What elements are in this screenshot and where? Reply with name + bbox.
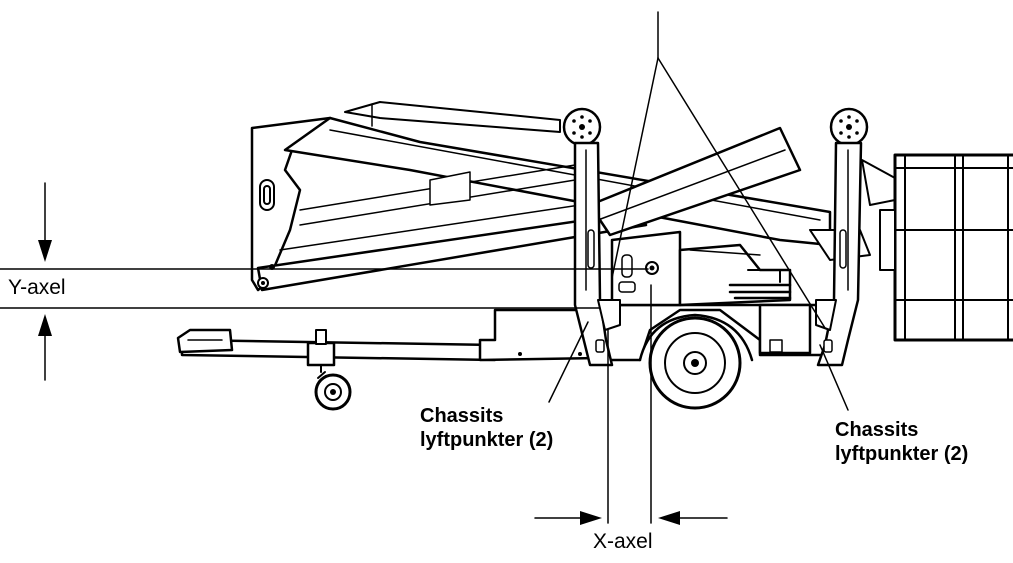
lift-points-label-right-line1: Chassits xyxy=(835,419,919,441)
x-axis-label: X-axel xyxy=(593,530,653,553)
lift-points-label-left-line1: Chassits xyxy=(420,405,504,427)
towbar xyxy=(176,328,497,411)
y-axis-label: Y-axel xyxy=(8,276,66,299)
x-axis-dimension xyxy=(534,284,728,525)
outrigger-right xyxy=(815,107,869,367)
boom-assembly xyxy=(250,101,871,292)
main-wheel xyxy=(638,313,754,410)
outrigger-left xyxy=(562,107,621,367)
lift-points-label-left: Chassits lyftpunkter (2) xyxy=(420,404,553,452)
lift-points-label-right: Chassits lyftpunkter (2) xyxy=(835,418,968,466)
lift-points-label-left-line2: lyftpunkter (2) xyxy=(420,429,554,451)
y-axis-dimension xyxy=(0,182,649,381)
lift-points-label-right-line2: lyftpunkter (2) xyxy=(835,443,969,465)
leader-lines xyxy=(548,11,849,411)
platform-basket xyxy=(861,153,1013,342)
